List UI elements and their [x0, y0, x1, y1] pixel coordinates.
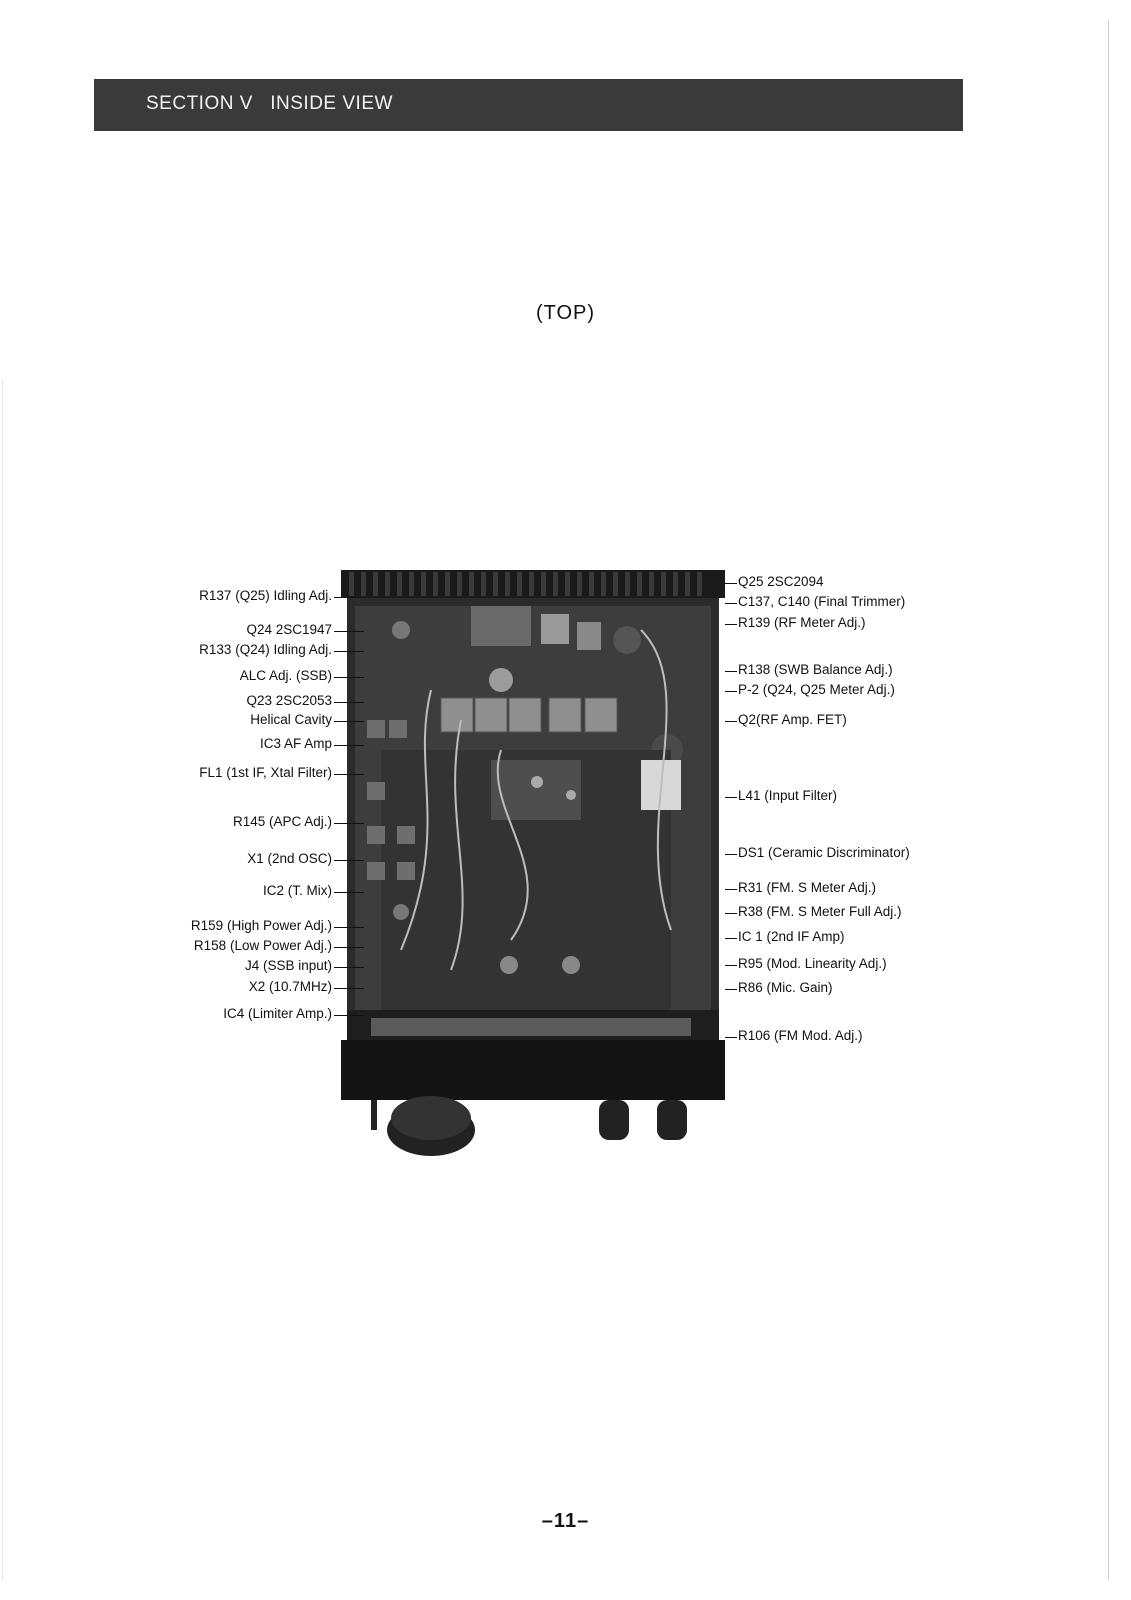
leader-line: [334, 702, 364, 703]
callout-ic1: IC 1 (2nd IF Amp): [738, 929, 845, 944]
leader-line: [725, 721, 737, 722]
callout-p2: P-2 (Q24, Q25 Meter Adj.): [738, 682, 895, 697]
callout-x1: X1 (2nd OSC): [247, 851, 332, 866]
callout-r139: R139 (RF Meter Adj.): [738, 615, 866, 630]
leader-line: [725, 691, 737, 692]
callout-r158: R158 (Low Power Adj.): [193, 938, 332, 953]
callout-c137-c140: C137, C140 (Final Trimmer): [738, 594, 906, 609]
leader-line: [334, 967, 364, 968]
inside-view-photo: [341, 570, 725, 1156]
page-edge-right: [1108, 20, 1109, 1580]
leader-line: [725, 671, 737, 672]
view-subtitle: (TOP): [535, 302, 596, 324]
callout-r145: R145 (APC Adj.): [232, 814, 332, 829]
leader-line: [334, 988, 364, 989]
leader-line: [334, 597, 356, 598]
leader-line: [334, 677, 364, 678]
callout-helical-cavity: Helical Cavity: [250, 712, 332, 727]
callout-q2: Q2(RF Amp. FET): [738, 712, 847, 727]
callout-r106: R106 (FM Mod. Adj.): [738, 1028, 863, 1043]
leader-line: [334, 721, 364, 722]
leader-line: [725, 797, 737, 798]
callout-alc-adj: ALC Adj. (SSB): [239, 668, 332, 683]
leader-line: [334, 823, 364, 824]
leader-line: [725, 965, 737, 966]
callout-r159: R159 (High Power Adj.): [190, 918, 332, 933]
leader-line: [334, 892, 364, 893]
callout-q25: Q25 2SC2094: [738, 574, 824, 589]
callout-r138: R138 (SWB Balance Adj.): [738, 662, 893, 677]
leader-line: [334, 1015, 364, 1016]
callout-ds1: DS1 (Ceramic Discriminator): [738, 845, 910, 860]
section-header: SECTION V INSIDE VIEW: [94, 79, 963, 131]
callout-ic4: IC4 (Limiter Amp.): [223, 1006, 332, 1021]
section-title: SECTION V INSIDE VIEW: [146, 93, 393, 114]
callout-q23: Q23 2SC2053: [246, 693, 332, 708]
callout-ic3: IC3 AF Amp: [259, 736, 332, 751]
leader-line: [334, 651, 364, 652]
callout-r137: R137 (Q25) Idling Adj.: [199, 588, 332, 603]
callout-l41: L41 (Input Filter): [738, 788, 838, 803]
callout-j4: J4 (SSB input): [244, 958, 332, 973]
callout-r86: R86 (Mic. Gain): [738, 980, 833, 995]
leader-line: [334, 774, 364, 775]
callout-r95: R95 (Mod. Linearity Adj.): [738, 956, 887, 971]
callout-fl1: FL1 (1st IF, Xtal Filter): [199, 765, 332, 780]
leader-line: [725, 603, 737, 604]
leader-line: [725, 889, 737, 890]
callout-ic2: IC2 (T. Mix): [263, 883, 332, 898]
callout-q24: Q24 2SC1947: [246, 622, 332, 637]
leader-line: [725, 913, 737, 914]
leader-line: [725, 989, 737, 990]
leader-line: [725, 938, 737, 939]
leader-line: [334, 927, 364, 928]
leader-line: [725, 624, 737, 625]
leader-line: [725, 583, 737, 584]
leader-line: [334, 631, 364, 632]
leader-line: [334, 745, 364, 746]
callout-r38: R38 (FM. S Meter Full Adj.): [738, 904, 902, 919]
leader-line: [334, 947, 364, 948]
callout-r133: R133 (Q24) Idling Adj.: [199, 642, 332, 657]
page-edge-left: [2, 380, 3, 1580]
callout-r31: R31 (FM. S Meter Adj.): [738, 880, 877, 895]
page-number: –11–: [541, 1510, 590, 1532]
callout-x2: X2 (10.7MHz): [248, 979, 332, 994]
leader-line: [725, 1037, 737, 1038]
leader-line: [334, 860, 364, 861]
leader-line: [725, 854, 737, 855]
